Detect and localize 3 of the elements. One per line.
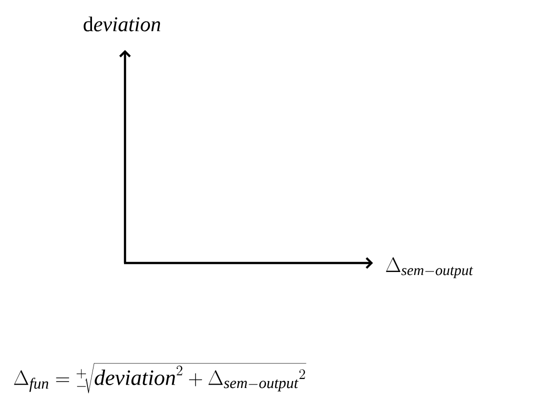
formula: $\Delta_{\mathit{fun}} = {}^{+}_{-}\!\sqrt{\mathit{deviation}^{2} + \Delta_{\mathit{sem-output}}{}^{2}}$	[14, 363, 306, 394]
axis-label: $\mathrm{d}\mathit{eviation}$	[84, 16, 160, 32]
axis-label: $\Delta_{\mathit{sem-output}}$	[386, 257, 474, 278]
